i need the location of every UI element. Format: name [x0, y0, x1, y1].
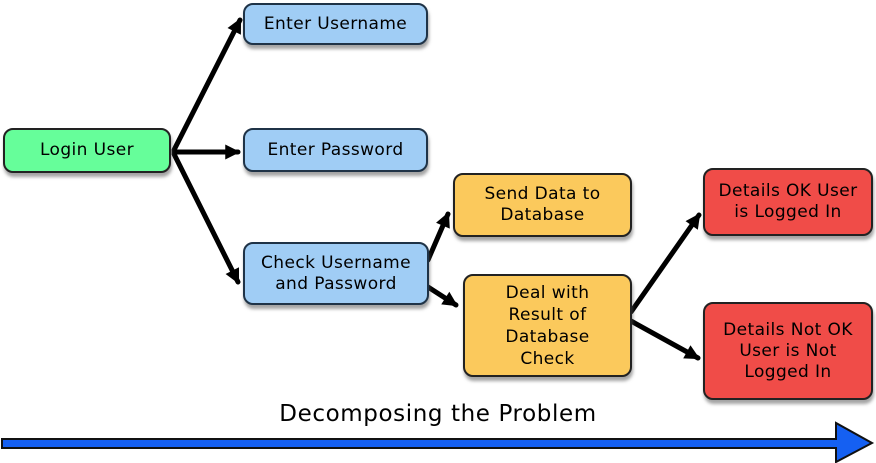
- node-details-ok-label-line2: is Logged In: [734, 202, 842, 222]
- node-send-data-label-line2: Database: [500, 205, 585, 225]
- node-deal-label-line4: Check: [520, 348, 575, 369]
- node-enter-password: Enter Password: [243, 128, 428, 172]
- arrow-login-to-enter-username: [171, 17, 243, 153]
- arrow-deal-to-details-not-ok: [628, 318, 701, 361]
- node-details-not-ok: Details Not OK User is Not Logged In: [703, 302, 873, 400]
- node-deal-label-line2: Result of: [508, 304, 587, 325]
- node-enter-password-label: Enter Password: [267, 139, 404, 160]
- node-details-not-ok-label-line1: Details Not OK: [723, 319, 853, 340]
- node-check-label-line2: and Password: [275, 273, 397, 294]
- arrow-check-to-deal-with: [425, 284, 459, 308]
- timeline-arrow: [1, 421, 875, 463]
- node-check-username-password: Check Username and Password: [243, 242, 429, 305]
- node-send-data-to-database: Send Data to Database: [453, 173, 632, 237]
- arrow-login-to-check: [171, 151, 241, 285]
- node-details-ok: Details OK User is Logged In: [703, 168, 873, 236]
- node-login-user-label: Login User: [39, 140, 134, 160]
- node-enter-username: Enter Username: [243, 3, 428, 45]
- node-enter-username-label: Enter Username: [263, 13, 408, 34]
- diagram-caption: Decomposing the Problem: [279, 401, 597, 427]
- node-details-ok-label-line1: Details OK User: [718, 181, 858, 201]
- arrow-check-to-send-data: [425, 211, 451, 263]
- node-deal-label-line1: Deal with: [505, 282, 590, 303]
- node-login-user: Login User: [3, 128, 171, 173]
- node-details-not-ok-label-line3: Logged In: [744, 361, 832, 382]
- node-deal-with-result: Deal with Result of Database Check: [463, 274, 632, 377]
- node-deal-label-line3: Database: [505, 326, 590, 347]
- node-check-label-line1: Check Username: [261, 252, 411, 273]
- node-send-data-label-line1: Send Data to: [484, 184, 601, 204]
- node-details-not-ok-label-line2: User is Not: [739, 340, 837, 361]
- arrow-deal-to-details-ok: [628, 212, 702, 315]
